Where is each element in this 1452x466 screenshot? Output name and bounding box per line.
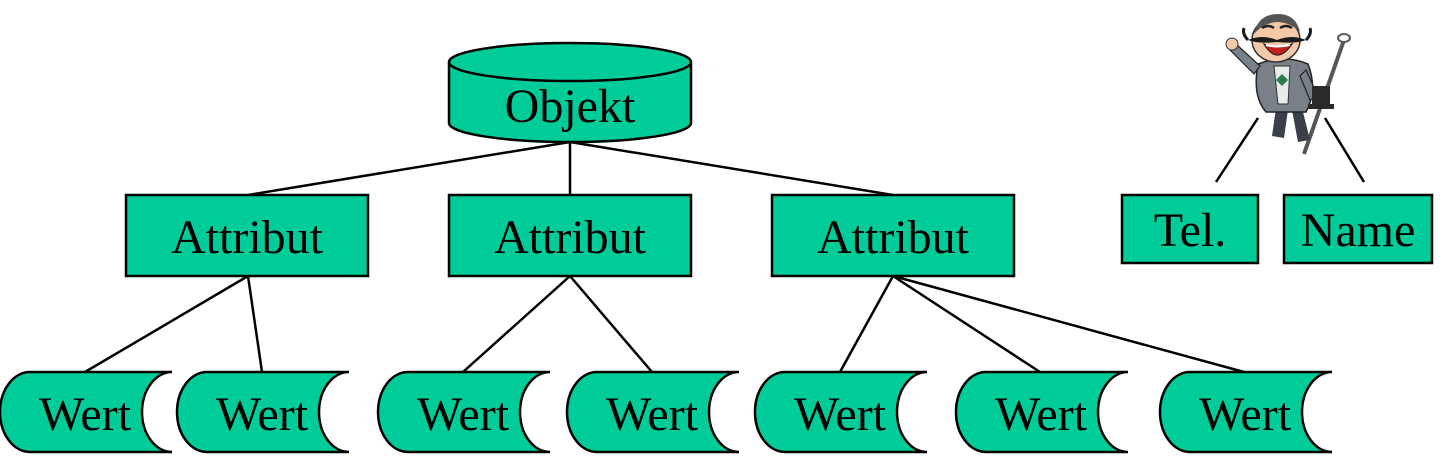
name-node: Name <box>1282 193 1434 265</box>
attribute-node-1: Attribut <box>124 193 370 278</box>
object-node: Objekt <box>447 41 693 144</box>
value-node-1: Wert <box>0 370 173 454</box>
value-shape-4 <box>565 370 740 454</box>
value-node-4: Wert <box>565 370 740 454</box>
value-shape-1 <box>0 370 173 454</box>
value-shape-3 <box>376 370 551 454</box>
value-label-1: Wert <box>39 388 132 441</box>
attribute-label-1: Attribut <box>171 211 324 264</box>
value-node-2: Wert <box>175 370 350 454</box>
connector-object-attribute-3 <box>569 140 894 197</box>
connector-attribute-2-value-4 <box>569 275 653 373</box>
attribute-box-1 <box>124 193 370 278</box>
connector-figure-tel <box>1214 117 1260 183</box>
value-label-7: Wert <box>1199 388 1292 441</box>
connector-attribute-3-value-5 <box>838 275 895 373</box>
attribute-box-3 <box>770 193 1016 278</box>
value-shape-5 <box>753 370 928 454</box>
value-shape-2 <box>175 370 350 454</box>
connector-object-attribute-1 <box>247 140 571 197</box>
object-label: Objekt <box>505 80 636 133</box>
value-label-3: Wert <box>417 388 510 441</box>
tel-label: Tel. <box>1154 204 1227 257</box>
connector-figure-name <box>1323 117 1366 183</box>
value-node-5: Wert <box>753 370 928 454</box>
connector-attribute-1-value-1 <box>84 274 249 374</box>
connector-attribute-3-value-7 <box>892 274 1245 374</box>
value-label-6: Wert <box>995 388 1088 441</box>
value-node-6: Wert <box>954 370 1129 454</box>
connector-attribute-1-value-2 <box>246 275 264 373</box>
tel-box <box>1120 193 1260 265</box>
attribute-box-2 <box>447 193 693 278</box>
value-shape-7 <box>1158 370 1333 454</box>
value-label-2: Wert <box>216 388 309 441</box>
laughing-man-with-top-hat-icon <box>1225 14 1351 155</box>
value-shape-6 <box>954 370 1129 454</box>
object-cylinder-body <box>447 62 693 144</box>
object-cylinder-top <box>447 41 693 83</box>
name-box <box>1282 193 1434 265</box>
value-node-3: Wert <box>376 370 551 454</box>
attribute-node-2: Attribut <box>447 193 693 278</box>
attribute-node-3: Attribut <box>770 193 1016 278</box>
name-label: Name <box>1301 204 1416 257</box>
connectors <box>84 117 1366 374</box>
value-label-4: Wert <box>606 388 699 441</box>
connector-attribute-3-value-6 <box>892 274 1041 374</box>
value-node-7: Wert <box>1158 370 1333 454</box>
attribute-label-2: Attribut <box>494 211 647 264</box>
attribute-label-3: Attribut <box>817 211 970 264</box>
connector-attribute-2-value-3 <box>462 275 571 373</box>
tel-node: Tel. <box>1120 193 1260 265</box>
value-label-5: Wert <box>794 388 887 441</box>
